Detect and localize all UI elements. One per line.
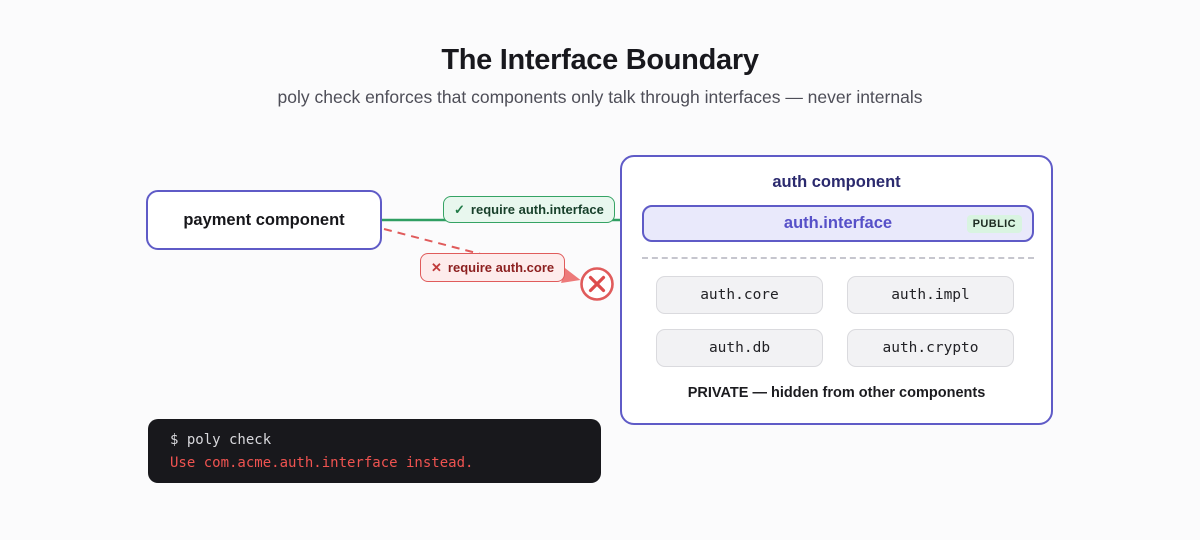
blocked-edge-text: require auth.core — [447, 260, 555, 275]
private-note: PRIVATE — hidden from other components — [687, 385, 986, 401]
allowed-edge-label: ✓ require auth.interface — [443, 196, 615, 223]
terminal-error-output: Use com.acme.auth.interface instead. — [170, 455, 474, 471]
x-icon: ✕ — [431, 259, 442, 275]
auth-component-box: auth component auth.interface PUBLIC aut… — [620, 155, 1053, 425]
check-icon: ✓ — [454, 201, 465, 217]
allowed-edge-text: require auth.interface — [470, 202, 604, 217]
page-subtitle: poly check enforces that components only… — [277, 87, 923, 107]
public-badge: PUBLIC — [966, 214, 1022, 233]
blocked-arrow — [383, 228, 614, 301]
terminal-window: $ poly check Use com.acme.auth.interface… — [148, 419, 601, 483]
auth-interface-row: auth.interface PUBLIC — [642, 205, 1034, 242]
payment-component-label: payment component — [183, 210, 345, 229]
page-title: The Interface Boundary — [441, 44, 759, 76]
private-module-auth-core: auth.core — [656, 276, 823, 314]
payment-component-box: payment component — [146, 190, 382, 250]
terminal-command: $ poly check — [170, 432, 272, 448]
blocked-edge-label: ✕ require auth.core — [420, 253, 566, 282]
auth-component-title: auth component — [772, 173, 901, 191]
public-private-divider — [642, 257, 1034, 259]
private-module-auth-impl: auth.impl — [847, 276, 1014, 314]
auth-interface-label: auth.interface — [783, 214, 893, 232]
private-module-auth-db: auth.db — [656, 329, 823, 367]
private-module-auth-crypto: auth.crypto — [847, 329, 1014, 367]
